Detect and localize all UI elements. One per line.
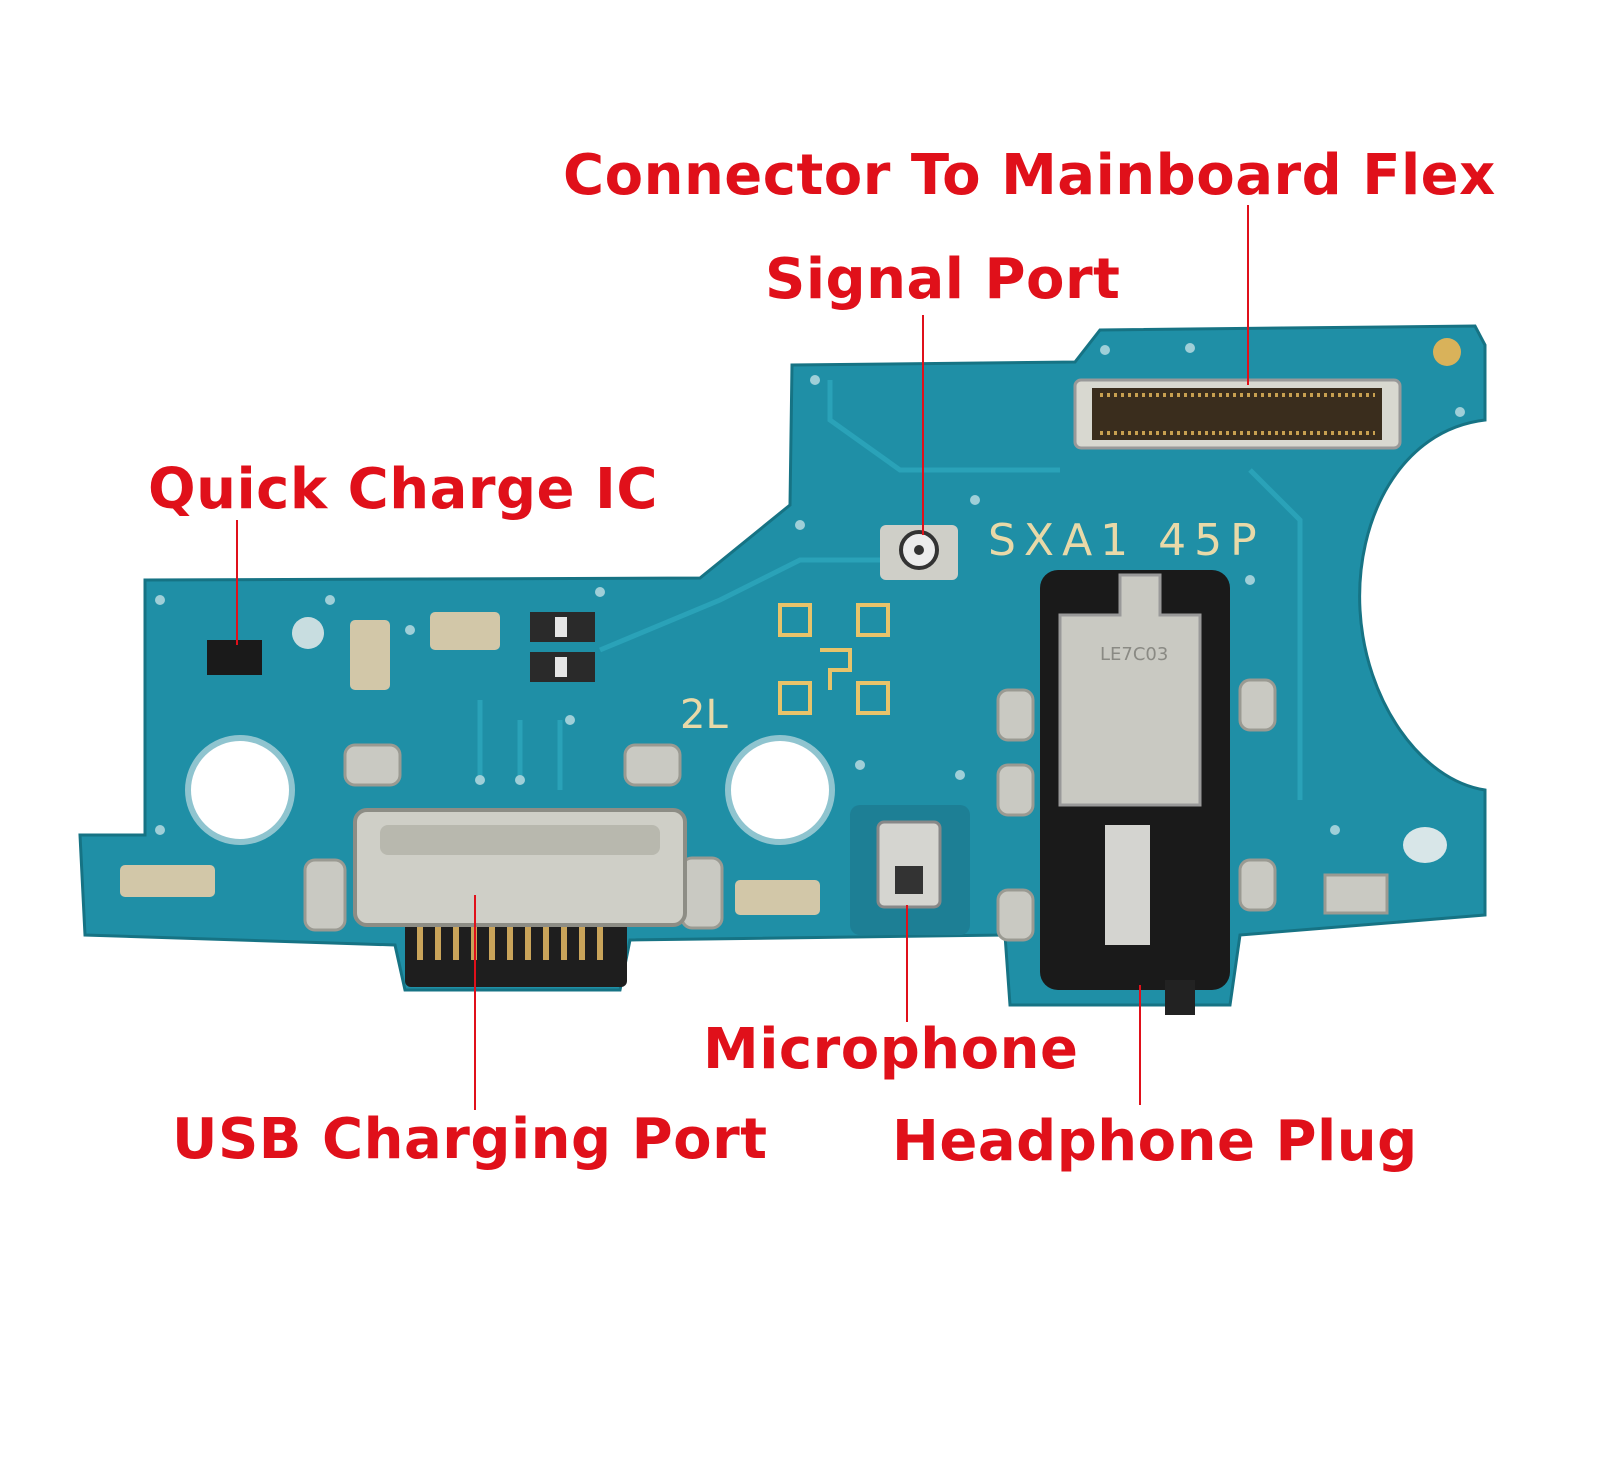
label-microphone: Microphone — [703, 1017, 1079, 1082]
mounting-hole — [185, 735, 295, 845]
quick-charge-ic — [207, 640, 262, 675]
signal-port — [880, 525, 958, 580]
label-connector-to-mainboard-flex: Connector To Mainboard Flex — [563, 143, 1496, 208]
label-usb-charging-port: USB Charging Port — [172, 1107, 768, 1172]
microphone — [850, 805, 970, 935]
leader-lines — [236, 205, 1249, 1110]
silkscreen-model: SXA1 45P — [988, 515, 1265, 566]
qr-pattern — [778, 603, 890, 715]
headphone-plug: LE7C03 — [1040, 570, 1230, 1015]
silkscreen-2l: 2L — [680, 692, 728, 738]
label-quick-charge-ic: Quick Charge IC — [148, 457, 658, 522]
usb-charging-port — [353, 808, 687, 987]
jack-mark: LE7C03 — [1100, 644, 1168, 665]
label-signal-port: Signal Port — [765, 247, 1121, 312]
mounting-hole — [725, 735, 835, 845]
label-headphone-plug: Headphone Plug — [892, 1109, 1418, 1174]
mainboard-flex-connector — [1073, 378, 1402, 450]
pcb-traces — [477, 380, 1303, 800]
